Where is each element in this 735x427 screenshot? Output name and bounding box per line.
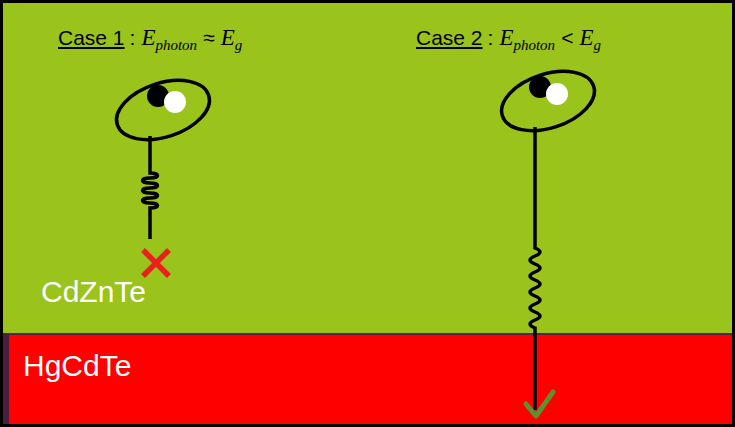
hgcdte-layer: HgCdTe (3, 333, 732, 424)
formula-part: : (130, 24, 136, 51)
hole-dot (546, 83, 568, 105)
blocked-cross (143, 250, 169, 276)
photon-wave (530, 127, 540, 410)
subscript: photon (155, 36, 197, 56)
exciton-ring (109, 69, 217, 150)
case-name: Case 1 (58, 24, 125, 51)
case-heading: Case 1:Ephoton≈Eg (58, 23, 242, 56)
formula-part: < (561, 24, 573, 51)
subscript: g (235, 36, 243, 56)
formula-part: E (579, 23, 593, 53)
damped-photon-wave (143, 136, 158, 239)
case-heading: Case 2:Ephoton<Eg (416, 23, 601, 56)
formula-part: E (499, 23, 513, 53)
material-label: CdZnTe (41, 275, 146, 308)
formula-part: E (221, 23, 235, 53)
case-name: Case 2 (416, 24, 483, 51)
node-layer: CdZnTeHgCdTe (3, 3, 732, 424)
hole-dot (164, 91, 186, 113)
cdznte-layer: CdZnTe (3, 3, 732, 333)
formula-part: E (141, 23, 155, 53)
transmitted-check (526, 392, 553, 416)
subscript: photon (513, 36, 555, 56)
material-label: HgCdTe (23, 349, 131, 382)
exciton-ring (494, 60, 602, 141)
formula-part: : (488, 24, 494, 51)
formula-part: ≈ (203, 24, 215, 51)
subscript: g (593, 36, 601, 56)
